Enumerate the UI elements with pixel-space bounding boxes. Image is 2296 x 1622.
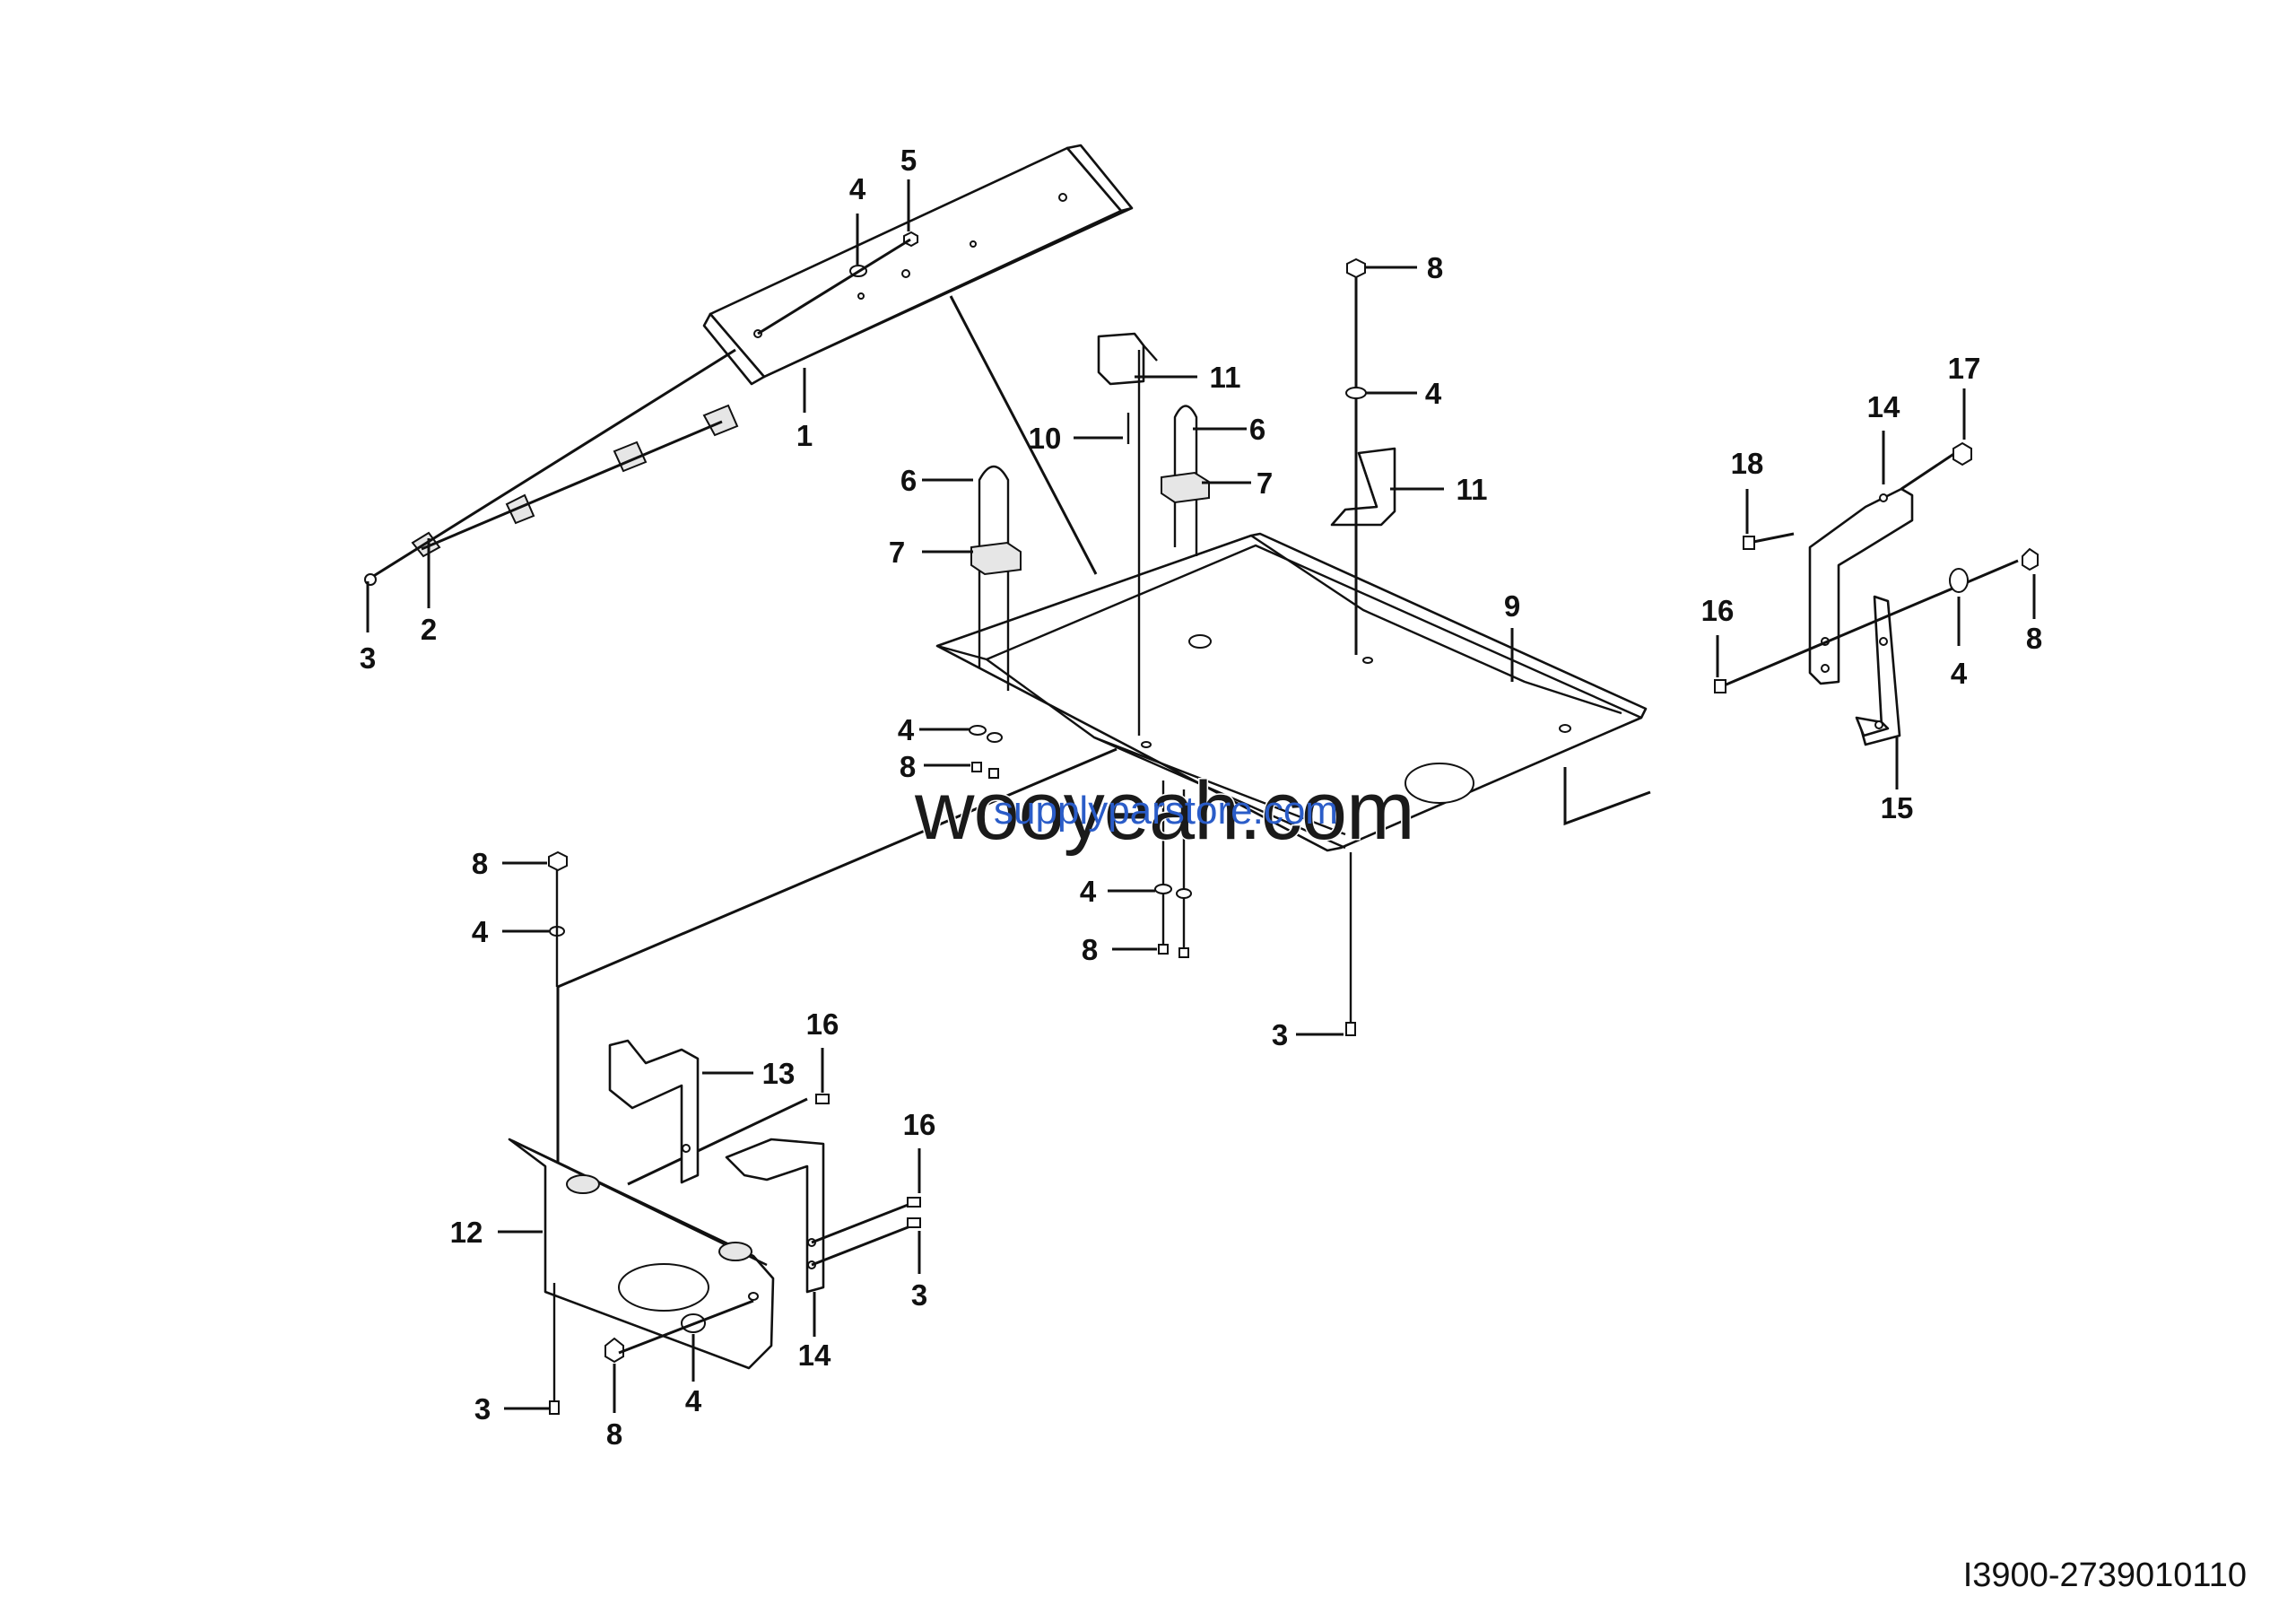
washer-icon	[1345, 387, 1367, 399]
nut-icon	[903, 231, 918, 248]
part-14-bracket-right	[1808, 487, 1914, 685]
u-bolt-left	[970, 465, 1022, 691]
callout-11: 11	[1457, 473, 1488, 506]
hardware-under-left	[969, 725, 1003, 779]
callout-6: 6	[1249, 413, 1265, 446]
callout-12: 12	[450, 1216, 483, 1249]
callout-14: 14	[1867, 390, 1900, 423]
callout-14: 14	[798, 1339, 831, 1372]
hardware-under-center	[1154, 780, 1192, 958]
callout-18: 18	[1731, 447, 1764, 480]
callout-16: 16	[1701, 594, 1735, 627]
callout-3: 3	[474, 1392, 491, 1426]
part-11-bracket-right	[1330, 447, 1396, 527]
callout-8: 8	[1082, 933, 1098, 966]
callout-1: 1	[796, 419, 813, 452]
callout-8: 8	[2026, 622, 2042, 655]
callout-8: 8	[900, 750, 916, 783]
callout-4: 4	[685, 1384, 702, 1417]
callout-16: 16	[903, 1108, 936, 1141]
nut-icon	[1952, 441, 1972, 467]
part-15-bracket-right	[1855, 595, 1901, 746]
callout-8: 8	[472, 847, 488, 880]
callout-8: 8	[1427, 251, 1443, 284]
callout-leaders	[366, 179, 2036, 1413]
callout-16: 16	[806, 1007, 839, 1041]
callout-4: 4	[849, 172, 866, 205]
callout-3: 3	[360, 641, 376, 675]
part-12-front-plate	[508, 1138, 775, 1370]
nut-icon	[2022, 547, 2039, 571]
watermark-primary: wooyeah.com	[914, 765, 1414, 857]
nut-icon	[1346, 257, 1366, 279]
callout-labels: 1 2 3 4 5 11 10 6 7 6 7 8 4 11 9 4 8 17 …	[360, 144, 2042, 1451]
callout-4: 4	[898, 713, 915, 746]
washer-icon	[1949, 568, 1969, 593]
callout-3: 3	[1272, 1018, 1288, 1051]
callout-7: 7	[1257, 467, 1273, 500]
callout-4: 4	[1425, 377, 1442, 410]
callout-7: 7	[889, 536, 905, 569]
nut-icon	[604, 1337, 624, 1364]
reference-code: I3900-2739010110	[1963, 1557, 2247, 1594]
part-13-bracket-left	[608, 1039, 700, 1184]
callout-2: 2	[421, 613, 437, 646]
callout-4: 4	[1080, 875, 1097, 908]
callout-6: 6	[900, 464, 917, 497]
part-1-top-guard	[702, 144, 1134, 386]
u-bolt-right	[1161, 405, 1210, 556]
callout-3: 3	[911, 1278, 927, 1312]
watermark-secondary: supplyparstore.com	[994, 789, 1338, 833]
callout-10: 10	[1029, 422, 1062, 455]
callout-4: 4	[472, 915, 489, 948]
callout-9: 9	[1504, 589, 1520, 623]
callout-15: 15	[1881, 791, 1914, 824]
part-11-bracket-top	[1097, 332, 1158, 736]
callout-17: 17	[1948, 352, 1981, 385]
callout-4: 4	[1951, 657, 1968, 690]
callout-5: 5	[900, 144, 917, 177]
callout-8: 8	[606, 1417, 622, 1451]
callout-13: 13	[762, 1057, 796, 1090]
nut-icon	[548, 850, 568, 872]
callout-11: 11	[1210, 361, 1241, 394]
